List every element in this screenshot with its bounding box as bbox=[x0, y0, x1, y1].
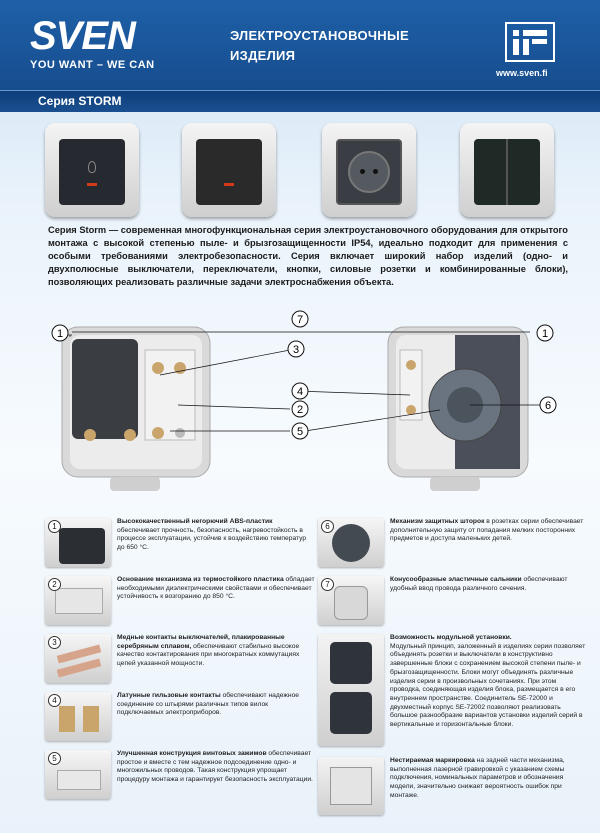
feature-2: 2 Основание механизма из термостойкого п… bbox=[45, 576, 315, 625]
callout-6: 6 bbox=[545, 400, 551, 412]
header-title-line2: ИЗДЕЛИЯ bbox=[230, 48, 296, 63]
feature-3-text: Медные контакты выключателей, плакирован… bbox=[117, 634, 300, 668]
bulb-icon bbox=[88, 161, 96, 173]
feature-modular: Возможность модульной установки.Модульны… bbox=[318, 634, 588, 749]
feature-7: 7 Конусообразные эластичные сальники обе… bbox=[318, 576, 588, 625]
feature-7-number: 7 bbox=[321, 578, 334, 591]
feature-5-number: 5 bbox=[48, 752, 61, 765]
feature-6: 6 Механизм защитных шторок в розетках се… bbox=[318, 518, 588, 567]
callout-1-right: 1 bbox=[542, 328, 548, 340]
website-url[interactable]: www.sven.fi bbox=[496, 68, 548, 78]
double-switch-keys bbox=[474, 139, 540, 205]
switch-key bbox=[59, 139, 125, 205]
socket-icon bbox=[348, 151, 390, 193]
sven-logo: SVEN YOU WANT – WE CAN bbox=[30, 12, 200, 82]
callout-2: 2 bbox=[297, 404, 303, 416]
callout-3: 3 bbox=[293, 344, 299, 356]
feature-5-image bbox=[45, 750, 111, 799]
switch-open-illustration bbox=[61, 326, 211, 491]
feature-modular-image bbox=[318, 634, 384, 746]
feature-marking-image bbox=[318, 757, 384, 815]
feature-1-number: 1 bbox=[48, 520, 61, 533]
feature-modular-text: Возможность модульной установки.Модульны… bbox=[390, 634, 586, 729]
feature-6-image bbox=[318, 518, 384, 567]
construction-diagram: 1 7 3 4 2 5 6 1 bbox=[51, 310, 557, 491]
feature-5-text: Улучшенная конструкция винтовых зажимов … bbox=[117, 750, 313, 784]
feature-1-text: Высококачественный негорючий ABS-пластик… bbox=[117, 518, 307, 552]
feature-6-number: 6 bbox=[321, 520, 334, 533]
header-title: ЭЛЕКТРОУСТАНОВОЧНЫЕ ИЗДЕЛИЯ bbox=[230, 26, 480, 66]
feature-2-text: Основание механизма из термостойкого пла… bbox=[117, 576, 315, 601]
feature-5: 5 Улучшенная конструкция винтовых зажимо… bbox=[45, 750, 315, 799]
feature-3: 3 Медные контакты выключателей, плакиров… bbox=[45, 634, 315, 683]
socket-open-illustration bbox=[387, 326, 529, 491]
page-header: SVEN YOU WANT – WE CAN ЭЛЕКТРОУСТАНОВОЧН… bbox=[0, 0, 600, 90]
callout-4: 4 bbox=[297, 386, 303, 398]
product-switch-illuminated bbox=[45, 123, 139, 217]
product-switch-double bbox=[460, 123, 554, 217]
socket-lid bbox=[336, 139, 402, 205]
feature-2-number: 2 bbox=[48, 578, 61, 591]
product-socket bbox=[322, 123, 416, 217]
switch-key bbox=[196, 139, 262, 205]
feature-4-text: Латунные гильзовые контакты обеспечивают… bbox=[117, 692, 300, 717]
intro-body: — современная многофункциональная серия … bbox=[48, 225, 568, 287]
brand-name: SVEN bbox=[30, 14, 136, 58]
feature-1: 1 Высококачественный негорючий ABS-пласт… bbox=[45, 518, 315, 567]
feature-6-text: Механизм защитных шторок в розетках сери… bbox=[390, 518, 584, 543]
intro-paragraph: Серия Storm — современная многофункциона… bbox=[48, 224, 568, 289]
feature-marking: Нестираемая маркировка на задней части м… bbox=[318, 757, 588, 817]
indicator-light bbox=[87, 183, 97, 186]
feature-4-number: 4 bbox=[48, 694, 61, 707]
feature-7-text: Конусообразные эластичные сальники обесп… bbox=[390, 576, 568, 592]
callout-5: 5 bbox=[297, 426, 303, 438]
feature-2-image bbox=[45, 576, 111, 625]
features-left-column: 1 Высококачественный негорючий ABS-пласт… bbox=[45, 518, 315, 808]
callout-1: 1 bbox=[57, 328, 63, 340]
intro-lead: Серия Storm bbox=[48, 225, 107, 235]
indicator-light bbox=[224, 183, 234, 186]
header-title-line1: ЭЛЕКТРОУСТАНОВОЧНЫЕ bbox=[230, 28, 409, 43]
brand-slogan: YOU WANT – WE CAN bbox=[30, 59, 155, 71]
callout-7: 7 bbox=[297, 314, 303, 326]
series-bar: Серия STORM bbox=[0, 90, 600, 112]
feature-marking-text: Нестираемая маркировка на задней части м… bbox=[390, 757, 565, 799]
product-switch-single bbox=[182, 123, 276, 217]
feature-3-number: 3 bbox=[48, 636, 61, 649]
series-title: Серия STORM bbox=[38, 94, 122, 108]
feature-4: 4 Латунные гильзовые контакты обеспечива… bbox=[45, 692, 315, 741]
features-right-column: 6 Механизм защитных шторок в розетках се… bbox=[318, 518, 588, 825]
brand-emblem-icon bbox=[505, 22, 555, 62]
